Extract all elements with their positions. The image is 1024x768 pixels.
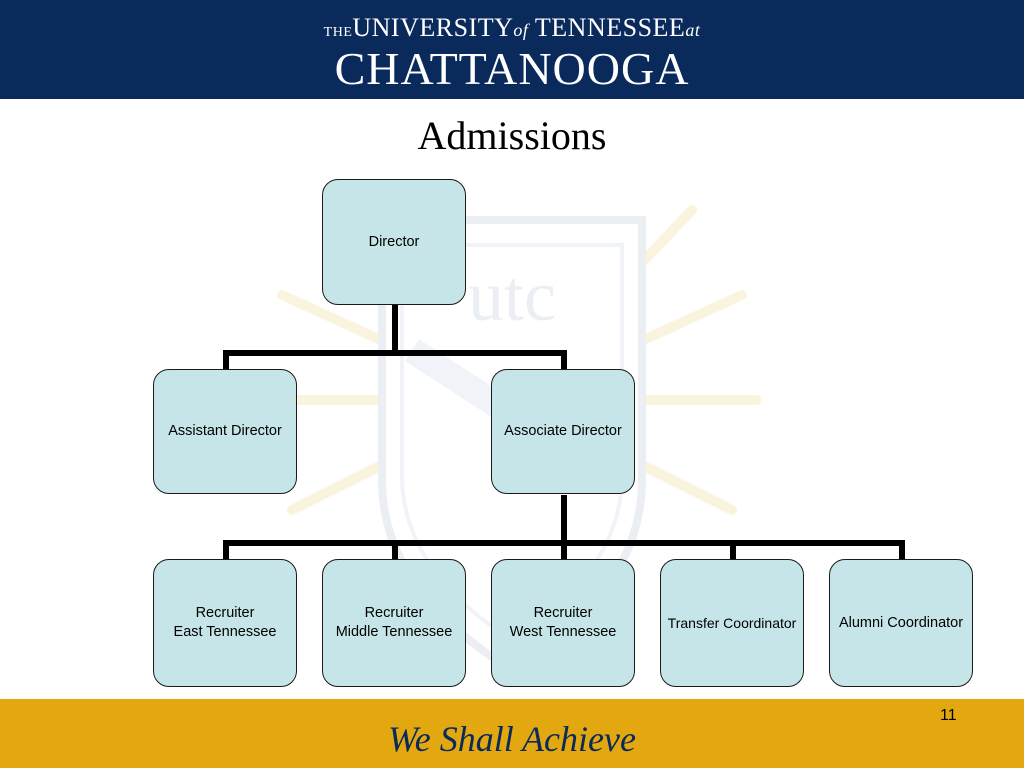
page-number: 11	[940, 707, 957, 724]
connector-to-recruiter-west	[561, 540, 567, 559]
logo-the: THE	[323, 25, 353, 40]
slide-title: Admissions	[417, 113, 607, 158]
node-alumni-coordinator-label: Alumni Coordinator	[838, 614, 964, 631]
connector-level1-horizontal	[223, 350, 567, 356]
node-recruiter-middle: Recruiter Middle Tennessee	[322, 559, 466, 687]
connector-to-associate	[561, 350, 567, 369]
header-bar: THEUNIVERSITYof TENNESSEEat CHATTANOOGA	[0, 0, 1024, 99]
node-recruiter-west-label: Recruiter West Tennessee	[509, 605, 617, 640]
logo-chattanooga: CHATTANOOGA	[334, 43, 690, 94]
footer-tagline: We Shall Achieve	[388, 719, 636, 759]
node-director-label: Director	[368, 233, 420, 250]
connector-to-assistant	[223, 350, 229, 369]
node-alumni-coordinator: Alumni Coordinator	[829, 559, 973, 687]
connector-associate-down	[561, 495, 567, 545]
footer-bar	[0, 699, 1024, 768]
connector-to-alumni	[899, 540, 905, 559]
node-recruiter-east: Recruiter East Tennessee	[153, 559, 297, 687]
university-logo: THEUNIVERSITYof TENNESSEEat CHATTANOOGA	[0, 14, 1024, 93]
connector-to-transfer	[730, 540, 736, 559]
node-recruiter-west: Recruiter West Tennessee	[491, 559, 635, 687]
logo-tennessee: TENNESSEE	[534, 13, 686, 42]
connector-director-down	[392, 305, 398, 355]
node-associate-director: Associate Director	[491, 369, 635, 494]
node-transfer-coordinator-label: Transfer Coordinator	[667, 614, 797, 631]
node-recruiter-middle-label: Recruiter Middle Tennessee	[335, 605, 453, 640]
logo-at: at	[685, 20, 701, 40]
svg-text:utc: utc	[468, 256, 556, 336]
logo-of: of	[513, 20, 529, 40]
connector-to-recruiter-east	[223, 540, 229, 559]
node-associate-director-label: Associate Director	[504, 423, 622, 439]
node-director: Director	[322, 179, 466, 305]
node-transfer-coordinator: Transfer Coordinator	[660, 559, 804, 687]
node-assistant-director: Assistant Director	[153, 369, 297, 494]
logo-university: UNIVERSITY	[352, 13, 514, 42]
node-recruiter-east-label: Recruiter East Tennessee	[173, 605, 277, 640]
node-assistant-director-label: Assistant Director	[168, 423, 282, 439]
connector-to-recruiter-middle	[392, 540, 398, 559]
